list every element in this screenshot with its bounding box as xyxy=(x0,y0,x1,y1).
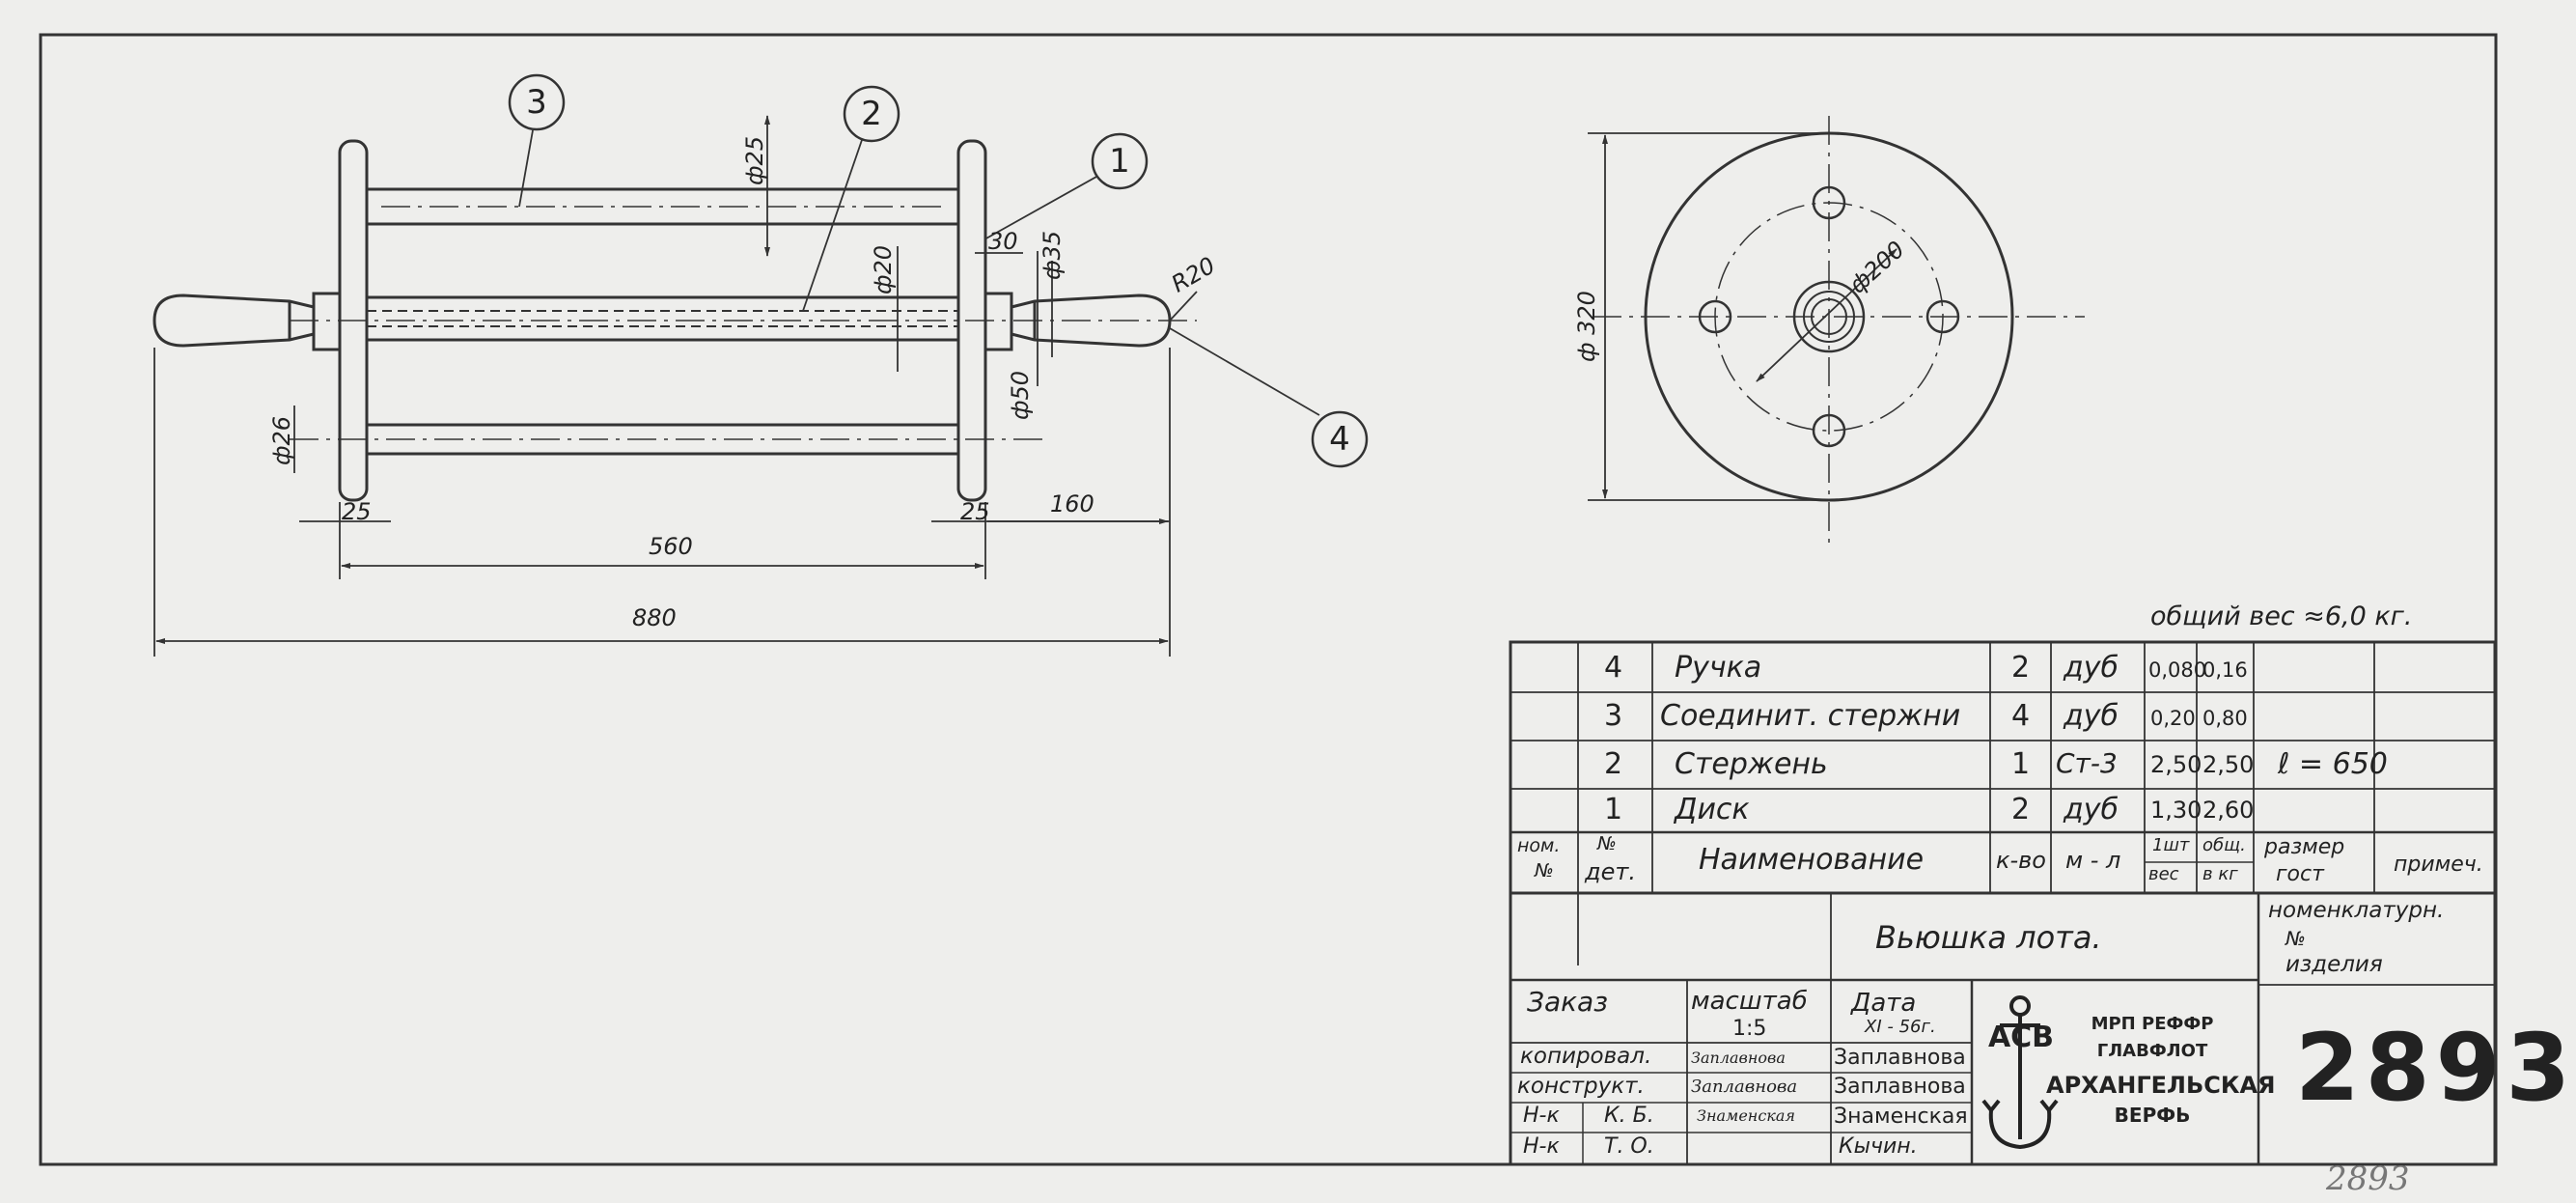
part-row-name: Стержень xyxy=(1675,747,1828,781)
date-label: Дата xyxy=(1851,989,1917,1018)
header-nom: ном. xyxy=(1517,835,1561,856)
callout-bubbles xyxy=(508,73,1369,468)
callout-4: 4 xyxy=(1329,420,1350,459)
scale-value: 1:5 xyxy=(1732,1017,1767,1041)
part-row-weight-total: 2,60 xyxy=(2202,797,2255,824)
part-row-weight-total: 0,16 xyxy=(2202,658,2248,682)
part-row-size: ℓ = 650 xyxy=(2278,747,2388,781)
title-block-grid xyxy=(1509,891,2497,1166)
dim-880: 880 xyxy=(632,604,677,631)
part-row-weight-total: 2,50 xyxy=(2202,751,2255,778)
name-copied: Заплавнова xyxy=(1834,1046,1966,1070)
name-designed: Заплавнова xyxy=(1834,1075,1966,1099)
header-qty: к-во xyxy=(1996,847,2046,874)
header-det: дет. xyxy=(1585,858,1636,885)
part-row-qty: 2 xyxy=(2011,651,2031,685)
dim-160: 160 xyxy=(1050,490,1094,518)
header-size: размер xyxy=(2264,835,2345,859)
signature-designed: Заплавнова xyxy=(1691,1077,1798,1097)
role-head-to-dept: Т. О. xyxy=(1604,1134,1654,1159)
part-row-qty: 4 xyxy=(2011,699,2031,733)
front-view-dimensions xyxy=(153,115,1320,657)
product-name: Вьюшка лота. xyxy=(1875,919,2102,956)
part-row-name: Соединит. стержни xyxy=(1660,699,1961,733)
callout-1: 1 xyxy=(1109,142,1130,181)
role-copied: копировал. xyxy=(1520,1044,1652,1069)
name-head-kb: Знаменская xyxy=(1834,1105,1968,1129)
callout-2: 2 xyxy=(861,95,882,133)
nomenclature-product: изделия xyxy=(2285,952,2383,977)
part-row-material: Ст-3 xyxy=(2056,747,2118,779)
header-weight-unit: 1шт xyxy=(2152,835,2190,855)
order-label: Заказ xyxy=(1527,986,1609,1018)
signature-copied: Заплавнова xyxy=(1691,1049,1786,1067)
role-head-to: Н-к xyxy=(1523,1134,1560,1159)
header-weight-total: общ. xyxy=(2202,835,2246,855)
dim-30: 30 xyxy=(988,228,1018,255)
sheet-border xyxy=(39,33,2498,1166)
date-value: XI - 56г. xyxy=(1865,1017,1936,1037)
role-head-kb-dept: К. Б. xyxy=(1604,1104,1654,1128)
org-line-4: ВЕРФЬ xyxy=(2114,1104,2191,1127)
role-head-kb: Н-к xyxy=(1523,1104,1560,1128)
header-weight-label: вес xyxy=(2148,864,2179,884)
header-nom-no: № xyxy=(1535,860,1554,881)
part-row-material: дуб xyxy=(2064,699,2119,733)
total-weight: общий вес ≈6,0 кг. xyxy=(2150,602,2413,631)
dim-25-right: 25 xyxy=(960,498,990,525)
part-row-weight-unit: 0,20 xyxy=(2150,707,2196,730)
dim-25-left: 25 xyxy=(342,498,372,525)
handwritten-number: 2893 xyxy=(2326,1160,2410,1198)
org-line-1: МРП РЕФФР xyxy=(2091,1014,2214,1034)
dim-d50: ф50 xyxy=(1007,370,1034,420)
anchor-logo xyxy=(1981,995,2059,1150)
dim-d26: ф26 xyxy=(268,415,295,465)
part-row-num: 3 xyxy=(1604,699,1623,733)
header-det-no: № xyxy=(1597,833,1617,854)
part-row-name: Ручка xyxy=(1675,651,1762,685)
dim-d20: ф20 xyxy=(870,244,897,294)
dim-d25: ф25 xyxy=(741,135,768,185)
part-row-weight-unit: 1,30 xyxy=(2150,797,2202,824)
dim-560: 560 xyxy=(649,533,693,560)
part-row-name: Диск xyxy=(1675,793,1750,826)
name-head-to: Кычин. xyxy=(1839,1134,1918,1159)
role-designed: конструкт. xyxy=(1517,1074,1645,1099)
part-row-weight-unit: 0,080 xyxy=(2148,658,2207,682)
signature-head-kb: Знаменская xyxy=(1697,1106,1795,1125)
front-view xyxy=(152,139,1197,502)
org-line-2: ГЛАВФЛОТ xyxy=(2096,1041,2208,1061)
part-row-num: 4 xyxy=(1604,651,1623,685)
dim-d35: ф35 xyxy=(1039,230,1066,280)
part-row-weight-total: 0,80 xyxy=(2202,707,2248,730)
nomenclature-label: номенклатурн. xyxy=(2268,898,2445,923)
side-view xyxy=(1588,116,2085,550)
dim-d320: ф 320 xyxy=(1573,291,1600,362)
header-gost: гост xyxy=(2276,862,2324,886)
logo-letters: АСВ xyxy=(1987,1021,2055,1054)
header-note: примеч. xyxy=(2394,853,2483,877)
scale-label: масштаб xyxy=(1691,987,1808,1016)
header-weight-kg: в кг xyxy=(2202,864,2238,884)
part-row-weight-unit: 2,50 xyxy=(2150,751,2202,778)
nomenclature-no: № xyxy=(2285,927,2306,950)
part-row-num: 2 xyxy=(1604,747,1623,781)
header-material: м - л xyxy=(2065,847,2121,874)
org-line-3: АРХАНГЕЛЬСКАЯ xyxy=(2046,1072,2276,1099)
drawing-number: 2893 xyxy=(2295,1014,2576,1122)
header-name: Наименование xyxy=(1699,843,1925,877)
part-row-num: 1 xyxy=(1604,793,1623,826)
part-row-material: дуб xyxy=(2064,651,2119,685)
part-row-material: дуб xyxy=(2064,793,2119,826)
part-row-qty: 2 xyxy=(2011,793,2031,826)
callout-3: 3 xyxy=(526,83,547,122)
part-row-qty: 1 xyxy=(2011,747,2031,781)
